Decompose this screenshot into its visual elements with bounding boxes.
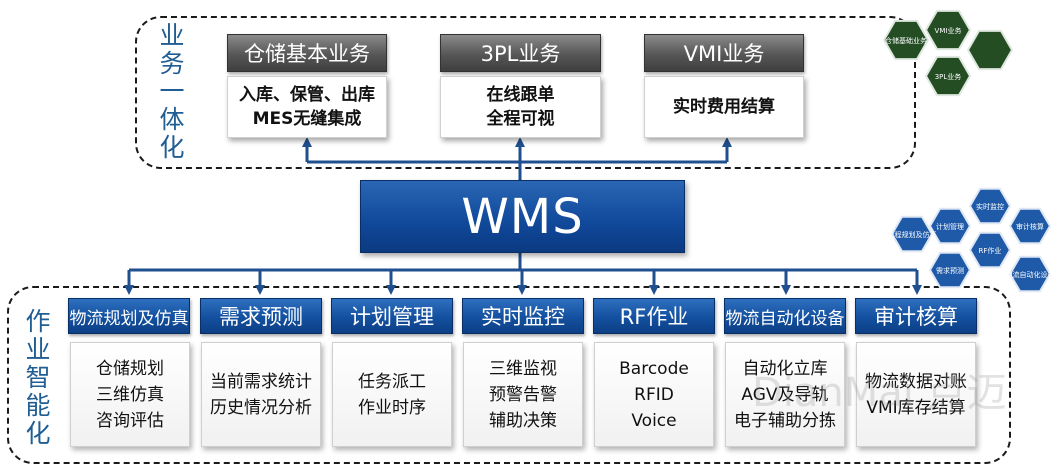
hex-cell <box>890 215 934 253</box>
bottom-box-line: 自动化立库 <box>742 358 828 379</box>
bottom-box-line: AGV及导轨 <box>741 384 829 405</box>
hex-label: 3PL业务 <box>935 72 962 81</box>
top-box-line: 实时费用结算 <box>673 97 775 117</box>
bottom-box-title: 物流自动化设备 <box>724 298 846 334</box>
bottom-box-line: Barcode <box>619 358 689 379</box>
bottom-box-line: 历史情况分析 <box>210 397 312 418</box>
hex-cell <box>968 231 1012 269</box>
bottom-box-line: 三维监视 <box>489 358 557 379</box>
hex-cell <box>1008 207 1052 245</box>
top-box-line: 入库、保管、出库 <box>239 85 375 105</box>
top-box-line: 全程可视 <box>486 109 555 129</box>
bottom-box-line: 仓储规划 <box>96 358 164 379</box>
hex-cell <box>966 29 1014 71</box>
bottom-box-title: 审计核算 <box>855 298 977 334</box>
bottom-box-line: 作业时序 <box>358 397 426 418</box>
top-box-body: 入库、保管、出库 MES无缝集成 <box>227 76 387 138</box>
bottom-box-line: 三维仿真 <box>96 384 164 405</box>
hex-cell <box>928 207 972 245</box>
bottom-box-line: 咨询评估 <box>96 410 164 431</box>
hex-label: 流程规划及仿真 <box>888 230 937 239</box>
hex-label: VMI业务 <box>935 26 962 35</box>
top-hex-cluster: 仓储基础业务 VMI业务 3PL业务 <box>882 9 1014 97</box>
hex-label: 审计核算 <box>1016 222 1044 231</box>
hex-cell <box>882 19 930 61</box>
top-box-title: 仓储基本业务 <box>227 34 387 72</box>
bottom-box-line: RFID <box>634 384 674 405</box>
top-box-title: 3PL业务 <box>440 34 601 72</box>
bottom-box-line: 任务派工 <box>358 371 426 392</box>
top-group-label: 业务一体化 <box>159 21 185 162</box>
hex-cell <box>968 187 1012 225</box>
bottom-box-title: RF作业 <box>593 298 715 334</box>
bottom-box-body: 自动化立库 AGV及导轨 电子辅助分拣 <box>725 342 845 447</box>
hex-cell <box>924 55 972 97</box>
wms-center-box: WMS <box>360 180 685 253</box>
bottom-box-title: 物流规划及仿真 <box>68 298 190 334</box>
bottom-box-line: 辅助决策 <box>489 410 557 431</box>
business-integration-frame <box>135 16 916 169</box>
bottom-box-body: 仓储规划 三维仿真 咨询评估 <box>70 342 190 447</box>
bottom-box-body: 当前需求统计 历史情况分析 <box>201 342 321 447</box>
hex-label: RF作业 <box>979 246 1002 255</box>
hex-label: 计划管理 <box>936 222 964 231</box>
hex-label: 实时监控 <box>976 202 1004 211</box>
top-box-line: 在线跟单 <box>486 85 555 105</box>
watermark: DianMai 点迈 <box>752 370 1007 416</box>
hex-cell <box>928 251 972 289</box>
bottom-box-body: 任务派工 作业时序 <box>332 342 452 447</box>
bottom-box-body: 三维监视 预警告警 辅助决策 <box>463 342 583 447</box>
bottom-box-line: 当前需求统计 <box>210 371 312 392</box>
hex-label: 需求预测 <box>936 266 964 275</box>
hex-cell <box>924 9 972 51</box>
hex-label: 物流自动化设备 <box>1006 270 1055 279</box>
bottom-box-line: 电子辅助分拣 <box>734 410 836 431</box>
top-box-body: 实时费用结算 <box>644 76 804 138</box>
bottom-box-line: VMI库存结算 <box>866 397 966 418</box>
top-box-body: 在线跟单 全程可视 <box>440 76 601 138</box>
top-box-line: MES无缝集成 <box>252 109 362 129</box>
hex-label: 仓储基础业务 <box>885 36 927 45</box>
bottom-box-title: 实时监控 <box>462 298 584 334</box>
bottom-box-line: 预警告警 <box>489 384 557 405</box>
bottom-box-line: Voice <box>631 410 677 431</box>
bottom-box-line: 物流数据对账 <box>865 371 967 392</box>
bottom-box-body: 物流数据对账 VMI库存结算 <box>856 342 976 447</box>
bottom-box-title: 需求预测 <box>200 298 322 334</box>
hex-cell <box>1008 255 1052 293</box>
bottom-group-label: 作业智能化 <box>25 307 51 448</box>
operation-intelligence-frame <box>7 286 1011 464</box>
top-box-title: VMI业务 <box>644 34 804 72</box>
bottom-box-body: Barcode RFID Voice <box>594 342 714 447</box>
bottom-box-title: 计划管理 <box>331 298 453 334</box>
